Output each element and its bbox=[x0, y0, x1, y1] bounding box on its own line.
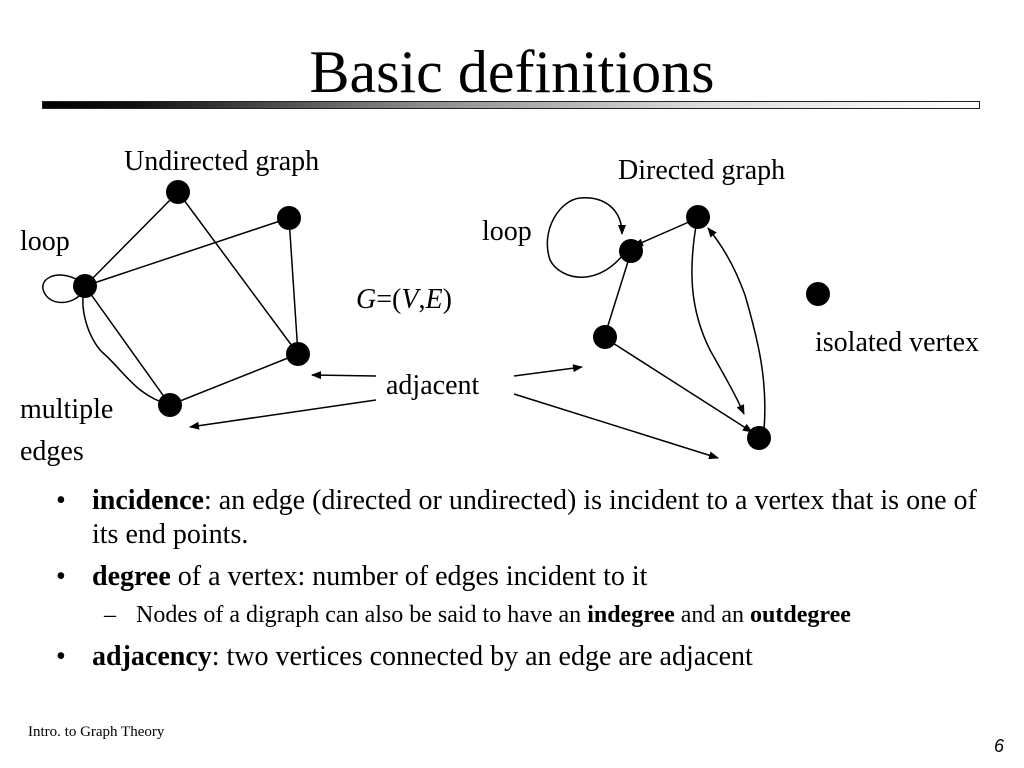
arrow-adjacent-right bbox=[513, 364, 583, 377]
vertex-d-q bbox=[619, 239, 643, 263]
undirected-graph-label: Undirected graph bbox=[124, 146, 320, 177]
multiple-edges-label-line1: multiple bbox=[20, 394, 114, 425]
annotation-arrows bbox=[189, 364, 719, 460]
edge-d-r-s bbox=[604, 337, 753, 433]
page-number: 6 bbox=[993, 736, 1004, 756]
edge-u-d-e bbox=[169, 353, 299, 406]
sub-bullet-digraph: – Nodes of a digraph can also be said to… bbox=[56, 600, 1006, 630]
graph-formula: G=(V,E) bbox=[356, 284, 452, 316]
formula-v: V bbox=[401, 284, 419, 315]
adjacent-label: adjacent bbox=[386, 370, 480, 401]
bullet-degree: • degree of a vertex: number of edges in… bbox=[56, 560, 1006, 594]
edge-u-c-d bbox=[288, 217, 299, 355]
undirected-graph bbox=[42, 191, 299, 406]
directed-vertices bbox=[593, 205, 830, 450]
edge-u-b-c bbox=[84, 217, 290, 287]
sub-bullet-dash: – bbox=[104, 602, 116, 628]
edge-u-b-e bbox=[84, 285, 171, 406]
vertex-u-c bbox=[277, 206, 301, 230]
vertex-u-d bbox=[286, 342, 310, 366]
arrow-adjacent-lower-right bbox=[513, 393, 719, 460]
bullet-list: • incidence: an edge (directed or undire… bbox=[56, 484, 1006, 682]
formula-close: ) bbox=[442, 284, 452, 315]
slide-title: Basic definitions bbox=[309, 39, 715, 105]
edge-d-p-s bbox=[691, 219, 745, 415]
bullet-degree-text: of a vertex: number of edges incident to… bbox=[170, 561, 648, 592]
arrow-multiple-edges bbox=[189, 399, 377, 430]
formula-comma: , bbox=[418, 284, 426, 315]
edge-u-b-e-multiple bbox=[82, 285, 171, 406]
term-outdegree: outdegree bbox=[750, 602, 851, 628]
formula-e: E bbox=[425, 284, 443, 315]
footer-text: Intro. to Graph Theory bbox=[28, 724, 165, 740]
vertex-d-p bbox=[686, 205, 710, 229]
vertex-d-s bbox=[747, 426, 771, 450]
term-indegree: indegree bbox=[587, 602, 675, 628]
sub-bullet-pre: Nodes of a digraph can also be said to h… bbox=[136, 602, 588, 628]
bullet-adjacency-text: : two vertices connected by an edge are … bbox=[211, 641, 753, 672]
bullet-dot: • bbox=[56, 641, 66, 672]
loop-undirected bbox=[42, 274, 84, 304]
bullet-dot: • bbox=[56, 485, 66, 516]
term-degree: degree bbox=[92, 561, 171, 592]
vertex-isolated bbox=[806, 282, 830, 306]
directed-graph bbox=[546, 197, 766, 433]
term-incidence: incidence bbox=[92, 485, 204, 516]
vertex-d-r bbox=[593, 325, 617, 349]
vertex-u-a bbox=[166, 180, 190, 204]
edge-d-q-r bbox=[604, 251, 632, 336]
edge-d-s-p bbox=[707, 227, 766, 431]
graph-diagram bbox=[42, 180, 830, 460]
multiple-edges-label-line2: edges bbox=[20, 436, 84, 467]
vertex-u-e bbox=[158, 393, 182, 417]
bullet-incidence: • incidence: an edge (directed or undire… bbox=[56, 484, 1006, 552]
directed-graph-label: Directed graph bbox=[618, 155, 786, 186]
bullet-dot: • bbox=[56, 561, 66, 592]
loop-directed bbox=[546, 197, 629, 278]
arrow-adjacent-left bbox=[311, 371, 377, 380]
formula-g: G bbox=[356, 284, 377, 315]
vertex-u-b bbox=[73, 274, 97, 298]
loop-label-directed: loop bbox=[482, 216, 532, 247]
title-underline-bar bbox=[42, 101, 980, 109]
loop-label-undirected: loop bbox=[20, 226, 70, 257]
undirected-vertices bbox=[73, 180, 310, 417]
edge-u-a-d bbox=[177, 191, 299, 355]
sub-bullet-mid: and an bbox=[674, 602, 751, 628]
formula-eq: =( bbox=[376, 284, 402, 315]
term-adjacency: adjacency bbox=[92, 641, 212, 672]
bullet-incidence-text: : an edge (directed or undirected) is in… bbox=[92, 485, 977, 550]
edge-u-a-b bbox=[84, 191, 179, 287]
isolated-vertex-label: isolated vertex bbox=[815, 327, 980, 358]
edge-d-p-q bbox=[633, 217, 699, 247]
bullet-adjacency: • adjacency: two vertices connected by a… bbox=[56, 640, 1006, 674]
